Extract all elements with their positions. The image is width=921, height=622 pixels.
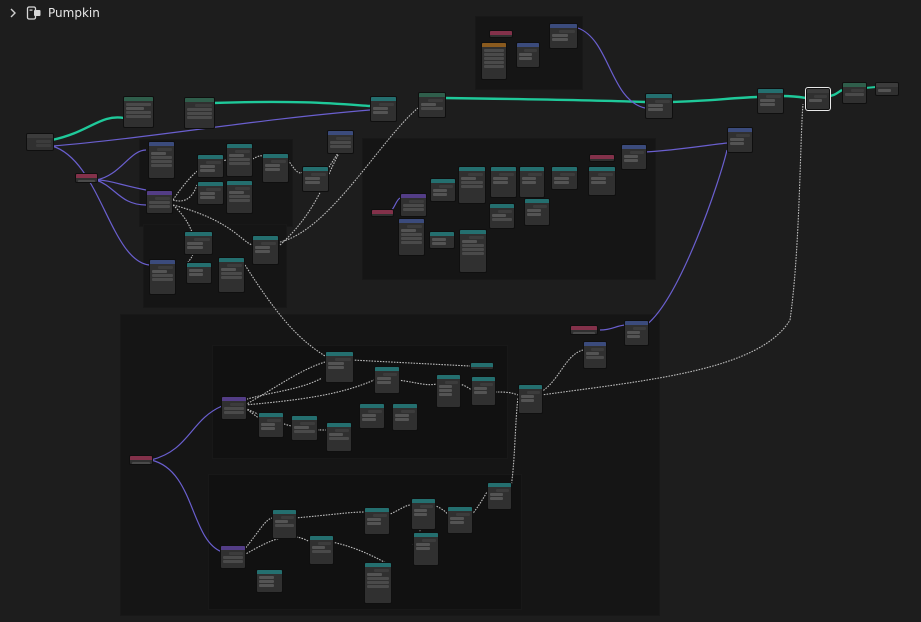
node[interactable] <box>549 23 578 49</box>
node[interactable] <box>436 374 461 408</box>
node[interactable] <box>524 198 550 226</box>
node[interactable] <box>490 166 517 198</box>
node[interactable] <box>149 259 176 295</box>
chevron-right-icon[interactable] <box>6 6 20 20</box>
node[interactable] <box>309 535 334 565</box>
node[interactable] <box>516 42 540 68</box>
node[interactable] <box>645 93 673 119</box>
node[interactable] <box>218 257 245 293</box>
node[interactable] <box>262 153 289 183</box>
node[interactable] <box>805 87 831 111</box>
node[interactable] <box>252 235 279 265</box>
node[interactable] <box>551 166 578 190</box>
node[interactable] <box>272 509 297 539</box>
node[interactable] <box>123 96 154 128</box>
node[interactable] <box>583 341 607 369</box>
node[interactable] <box>430 178 456 202</box>
node[interactable] <box>447 506 473 534</box>
node[interactable] <box>326 422 352 452</box>
node[interactable] <box>364 562 392 604</box>
node[interactable] <box>875 82 899 96</box>
node[interactable] <box>570 325 598 335</box>
editor-header: Pumpkin <box>0 0 100 26</box>
node[interactable] <box>398 218 425 256</box>
node[interactable] <box>221 396 247 420</box>
node[interactable] <box>458 166 486 204</box>
node[interactable] <box>411 498 436 530</box>
node[interactable] <box>429 231 455 249</box>
node[interactable] <box>757 88 784 114</box>
node-tree-title: Pumpkin <box>48 6 100 20</box>
node[interactable] <box>197 154 224 178</box>
node[interactable] <box>842 82 867 104</box>
node[interactable] <box>325 351 354 383</box>
node[interactable] <box>418 92 446 118</box>
node[interactable] <box>129 455 153 465</box>
node[interactable] <box>359 403 385 429</box>
node[interactable] <box>226 180 253 214</box>
node[interactable] <box>148 141 175 179</box>
node[interactable] <box>75 173 98 183</box>
node[interactable] <box>374 366 400 394</box>
node[interactable] <box>197 181 224 205</box>
node[interactable] <box>364 507 390 535</box>
node[interactable] <box>392 403 418 431</box>
node-frame[interactable] <box>212 345 508 459</box>
node[interactable] <box>26 133 54 151</box>
node[interactable] <box>459 229 487 273</box>
node-tree-icon[interactable] <box>26 5 42 21</box>
node[interactable] <box>370 96 397 122</box>
node[interactable] <box>588 166 616 196</box>
node[interactable] <box>471 376 496 406</box>
node[interactable] <box>589 154 615 162</box>
node[interactable] <box>489 30 513 38</box>
node[interactable] <box>258 412 284 438</box>
node[interactable] <box>302 166 329 192</box>
node[interactable] <box>291 415 318 441</box>
node[interactable] <box>186 262 212 284</box>
node[interactable] <box>184 97 215 129</box>
node[interactable] <box>624 320 649 346</box>
node[interactable] <box>220 545 246 569</box>
node[interactable] <box>327 130 354 154</box>
node[interactable] <box>371 209 394 217</box>
node[interactable] <box>184 231 213 255</box>
node[interactable] <box>413 532 439 566</box>
node[interactable] <box>400 193 427 217</box>
node[interactable] <box>481 42 507 80</box>
node[interactable] <box>621 144 647 170</box>
node[interactable] <box>518 384 543 414</box>
node[interactable] <box>256 569 283 593</box>
node[interactable] <box>489 203 515 229</box>
node[interactable] <box>727 127 753 153</box>
node[interactable] <box>487 482 512 510</box>
node[interactable] <box>226 143 253 177</box>
node[interactable] <box>146 190 173 214</box>
node[interactable] <box>519 166 545 198</box>
node[interactable] <box>470 362 494 370</box>
